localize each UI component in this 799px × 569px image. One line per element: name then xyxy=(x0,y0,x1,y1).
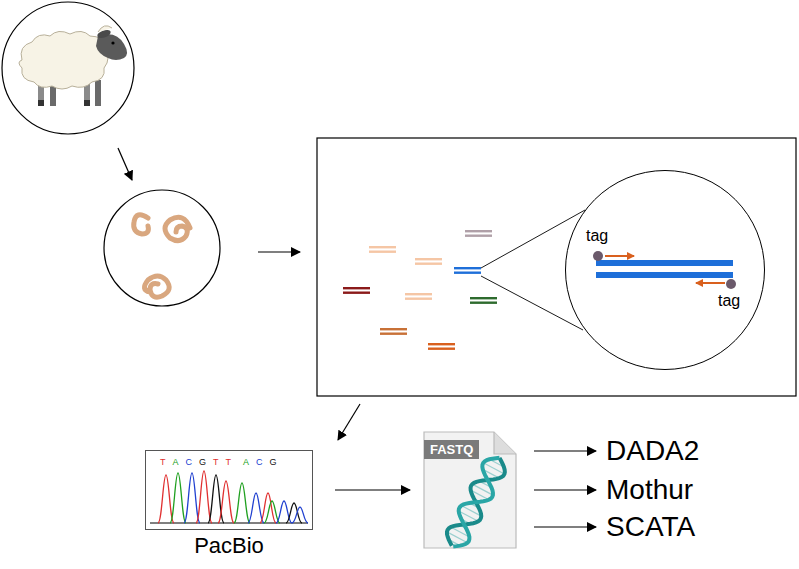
trace-peak xyxy=(218,481,234,523)
chromatogram-box: TACGTTACGPacBio xyxy=(145,450,313,530)
flow-arrow xyxy=(534,450,596,451)
trace-peak xyxy=(208,475,224,523)
fragment xyxy=(465,230,492,232)
fragment xyxy=(405,298,432,300)
file-icon: FASTQ xyxy=(420,430,518,550)
tag-label: tag xyxy=(718,292,740,310)
worm-illustration xyxy=(104,190,220,306)
fragment xyxy=(415,263,442,265)
trace-peak xyxy=(234,483,250,523)
flow-arrow xyxy=(118,148,132,180)
trace-peak xyxy=(264,501,280,523)
flow-arrow xyxy=(534,489,596,490)
amplicon-fragments xyxy=(343,230,497,350)
amplicon-detail xyxy=(565,170,765,370)
flow-arrow xyxy=(258,251,300,252)
sheep-illustration xyxy=(2,2,134,134)
tool-name: DADA2 xyxy=(606,435,699,467)
amplicon-panel xyxy=(317,138,796,396)
fragment xyxy=(470,297,497,299)
fragment xyxy=(454,267,481,269)
file-type-label: FASTQ xyxy=(424,440,479,459)
fragment xyxy=(405,293,432,295)
tag-dot xyxy=(726,279,736,289)
trace-peak xyxy=(276,501,292,523)
fragment xyxy=(415,258,442,260)
platform-label: PacBio xyxy=(146,533,312,559)
tag-label: tag xyxy=(586,227,608,245)
trace-peak xyxy=(248,493,264,523)
fragment xyxy=(428,343,455,345)
fragment xyxy=(343,292,370,294)
trace-peak xyxy=(184,473,200,523)
trace-peak xyxy=(196,471,212,523)
flow-arrow xyxy=(534,526,596,527)
dna-strand xyxy=(596,272,733,278)
fragment xyxy=(465,235,492,237)
fragment xyxy=(369,246,396,248)
fragment xyxy=(380,328,407,330)
tool-name: Mothur xyxy=(606,474,693,506)
tag-dot xyxy=(593,251,603,261)
primer-arrow xyxy=(696,282,725,284)
fragment xyxy=(343,287,370,289)
tool-name: SCATA xyxy=(606,511,695,543)
trace-peak xyxy=(170,473,186,523)
fragment xyxy=(470,302,497,304)
tool-label: DADA2 xyxy=(606,435,699,467)
dna-helix xyxy=(442,452,510,550)
trace-peak xyxy=(158,475,174,523)
fragment xyxy=(369,251,396,253)
primer-arrow xyxy=(605,255,634,257)
dna-strand xyxy=(596,260,733,266)
tool-label: Mothur xyxy=(606,474,693,506)
base-calls: TACGTTACG xyxy=(160,457,284,467)
fragment xyxy=(380,333,407,335)
trace-peak xyxy=(292,507,308,523)
flow-arrow xyxy=(338,404,360,440)
tool-label: SCATA xyxy=(606,511,695,543)
zoom-circle: tag tag xyxy=(565,170,765,370)
trace-peak xyxy=(260,493,276,523)
flow-arrow xyxy=(335,489,410,490)
fragment xyxy=(428,348,455,350)
fragment xyxy=(454,272,481,274)
